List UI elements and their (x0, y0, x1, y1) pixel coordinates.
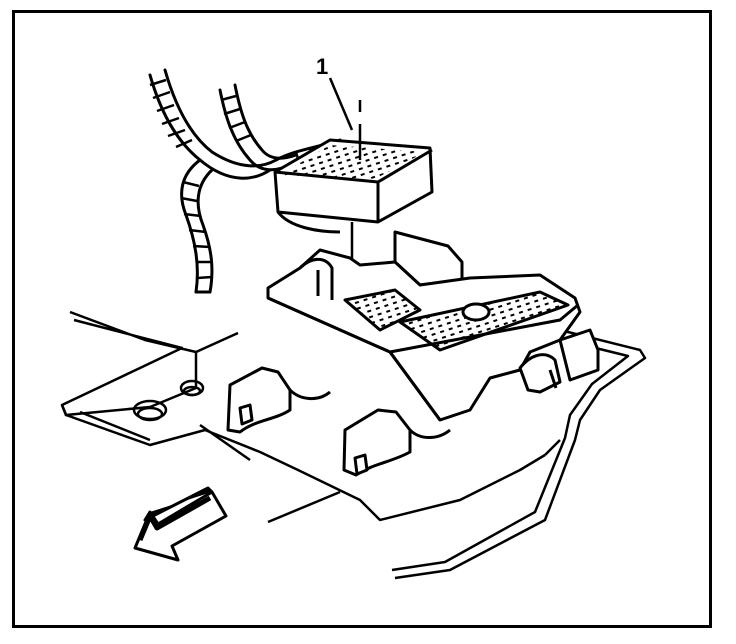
floor-edge (391, 328, 647, 580)
fuse-block-housing (266, 230, 582, 422)
mounting-bracket-legs (226, 328, 600, 477)
fuse-block-cover (273, 138, 434, 234)
panel-holes (132, 379, 205, 422)
harness-wrap-tape (149, 78, 315, 280)
callout-label-1: 1 (316, 54, 329, 79)
body-panel (60, 310, 546, 524)
front-arrow-icon (133, 486, 228, 562)
